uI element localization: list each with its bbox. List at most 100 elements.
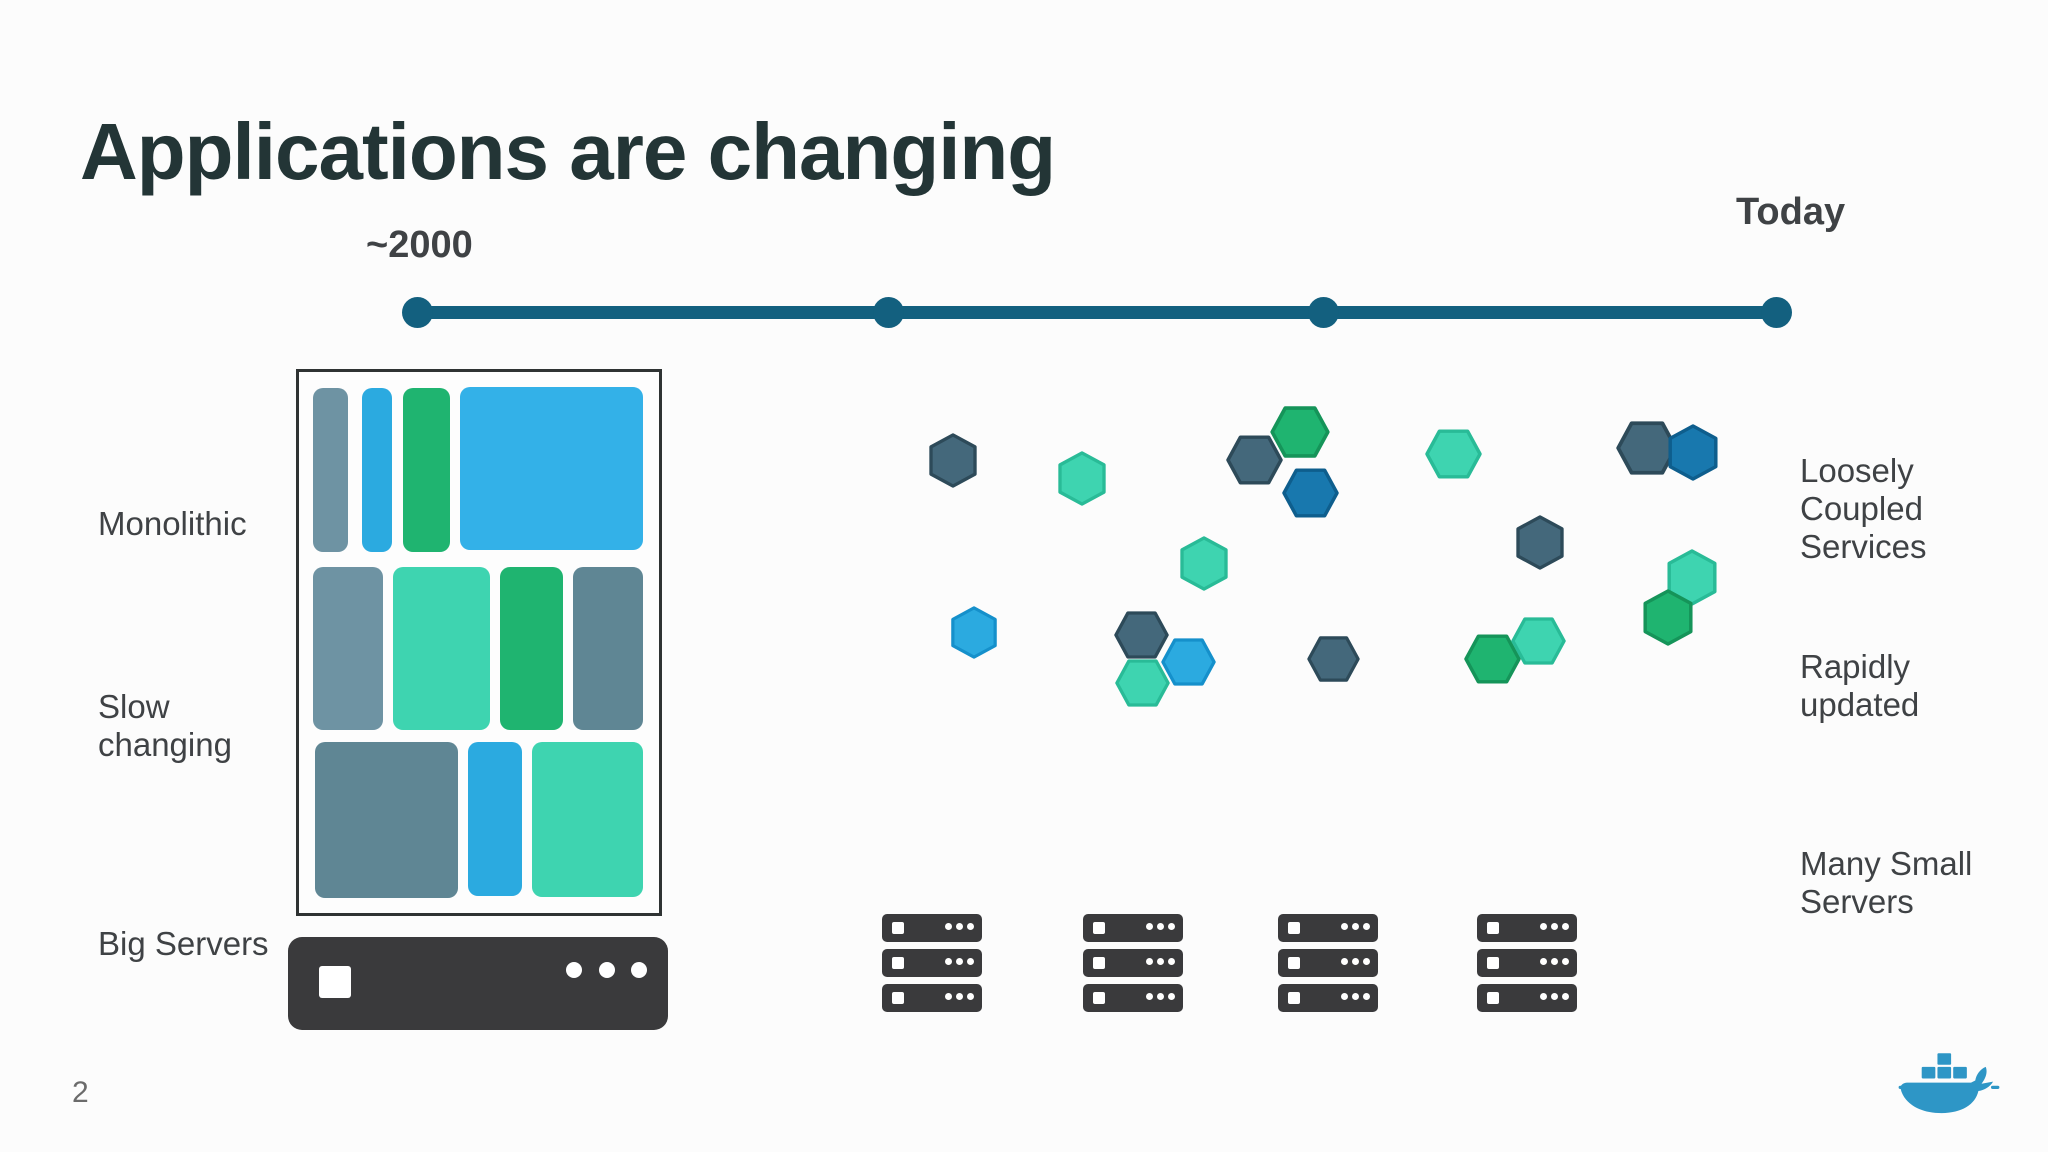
service-hexagon-icon bbox=[1643, 589, 1693, 646]
server-dot bbox=[1146, 958, 1153, 965]
server-dot bbox=[1562, 958, 1569, 965]
page-number: 2 bbox=[72, 1076, 89, 1109]
monolith-component-block bbox=[313, 567, 383, 730]
server-led-square bbox=[1288, 957, 1300, 969]
small-server-icon bbox=[1477, 914, 1577, 942]
server-dot bbox=[1168, 923, 1175, 930]
monolith-component-block bbox=[500, 567, 563, 730]
server-led-square bbox=[1487, 992, 1499, 1004]
service-hexagon-icon bbox=[1307, 636, 1360, 682]
server-led-square bbox=[1093, 922, 1105, 934]
monolith-component-block bbox=[573, 567, 643, 730]
server-led-square bbox=[1093, 992, 1105, 1004]
service-hexagon-icon bbox=[1270, 406, 1330, 458]
small-server-icon bbox=[1278, 949, 1378, 977]
monolith-component-block bbox=[403, 388, 450, 552]
server-dot bbox=[1146, 923, 1153, 930]
monolith-component-block bbox=[468, 742, 522, 896]
server-dot bbox=[1562, 993, 1569, 1000]
docker-logo-icon bbox=[1896, 1048, 2002, 1132]
service-hexagon-icon bbox=[1058, 451, 1106, 506]
service-hexagon-icon bbox=[1180, 536, 1228, 591]
server-dot bbox=[1157, 958, 1164, 965]
server-dot bbox=[945, 958, 952, 965]
small-server-icon bbox=[882, 914, 982, 942]
server-dot bbox=[1551, 993, 1558, 1000]
monolith-component-block bbox=[362, 388, 392, 552]
server-dot bbox=[1157, 923, 1164, 930]
service-hexagon-icon bbox=[951, 606, 997, 659]
small-server-icon bbox=[1083, 949, 1183, 977]
monolith-component-block bbox=[315, 742, 458, 898]
server-dot bbox=[1363, 993, 1370, 1000]
server-led-square bbox=[1093, 957, 1105, 969]
small-server-icon bbox=[882, 984, 982, 1012]
small-server-icon bbox=[1083, 914, 1183, 942]
server-dot bbox=[956, 993, 963, 1000]
server-dot bbox=[967, 958, 974, 965]
server-dot bbox=[1146, 993, 1153, 1000]
server-dot bbox=[945, 993, 952, 1000]
service-hexagon-icon bbox=[1425, 429, 1482, 479]
label-slow-changing: Slow changing bbox=[98, 688, 232, 763]
service-hexagon-icon bbox=[1114, 611, 1169, 659]
monolith-component-block bbox=[313, 388, 348, 552]
server-led-square bbox=[1288, 992, 1300, 1004]
server-dot bbox=[1352, 958, 1359, 965]
server-dot bbox=[967, 993, 974, 1000]
timeline-dot bbox=[1308, 297, 1339, 328]
small-server-icon bbox=[1083, 984, 1183, 1012]
server-led-square bbox=[892, 957, 904, 969]
server-dot bbox=[1168, 993, 1175, 1000]
server-dot bbox=[1168, 958, 1175, 965]
server-dot bbox=[1540, 923, 1547, 930]
server-led-square bbox=[1487, 922, 1499, 934]
small-server-icon bbox=[1278, 984, 1378, 1012]
small-server-icon bbox=[1278, 914, 1378, 942]
server-led-square bbox=[319, 966, 351, 998]
server-dot bbox=[956, 958, 963, 965]
server-dot bbox=[1352, 923, 1359, 930]
service-hexagon-icon bbox=[1516, 515, 1564, 570]
service-hexagon-icon bbox=[1464, 634, 1521, 684]
server-dot bbox=[1551, 958, 1558, 965]
small-server-icon bbox=[1477, 984, 1577, 1012]
timeline-end-label: Today bbox=[1736, 191, 1846, 233]
service-hexagon-icon bbox=[1511, 617, 1566, 665]
server-led-square bbox=[1288, 922, 1300, 934]
server-dot bbox=[1562, 923, 1569, 930]
server-dot bbox=[956, 923, 963, 930]
big-server-icon bbox=[288, 937, 668, 1030]
timeline-dot bbox=[402, 297, 433, 328]
service-hexagon-icon bbox=[1282, 468, 1339, 518]
service-hexagon-icon bbox=[1668, 424, 1718, 481]
server-dot bbox=[1341, 993, 1348, 1000]
server-dot bbox=[1540, 993, 1547, 1000]
server-dot bbox=[967, 923, 974, 930]
small-server-icon bbox=[1477, 949, 1577, 977]
service-hexagon-icon bbox=[1226, 435, 1283, 485]
service-hexagon-icon bbox=[1161, 638, 1216, 686]
timeline-dot bbox=[1761, 297, 1792, 328]
label-monolithic: Monolithic bbox=[98, 505, 247, 542]
monolith-component-block bbox=[460, 387, 643, 550]
server-dot bbox=[945, 923, 952, 930]
server-dot bbox=[1341, 958, 1348, 965]
timeline-line bbox=[417, 306, 1776, 319]
server-dot bbox=[631, 962, 647, 978]
server-dot bbox=[1352, 993, 1359, 1000]
server-led-square bbox=[892, 922, 904, 934]
monolith-component-block bbox=[393, 567, 490, 730]
slide-title: Applications are changing bbox=[80, 106, 1056, 196]
small-server-icon bbox=[882, 949, 982, 977]
service-hexagon-icon bbox=[1616, 421, 1678, 475]
service-hexagon-icon bbox=[929, 433, 977, 488]
timeline-start-label: ~2000 bbox=[366, 224, 473, 266]
server-dot bbox=[1157, 993, 1164, 1000]
server-dot bbox=[599, 962, 615, 978]
server-dot bbox=[1363, 923, 1370, 930]
service-hexagon-icon bbox=[1115, 659, 1170, 707]
server-dot bbox=[1341, 923, 1348, 930]
timeline-dot bbox=[873, 297, 904, 328]
server-led-square bbox=[892, 992, 904, 1004]
